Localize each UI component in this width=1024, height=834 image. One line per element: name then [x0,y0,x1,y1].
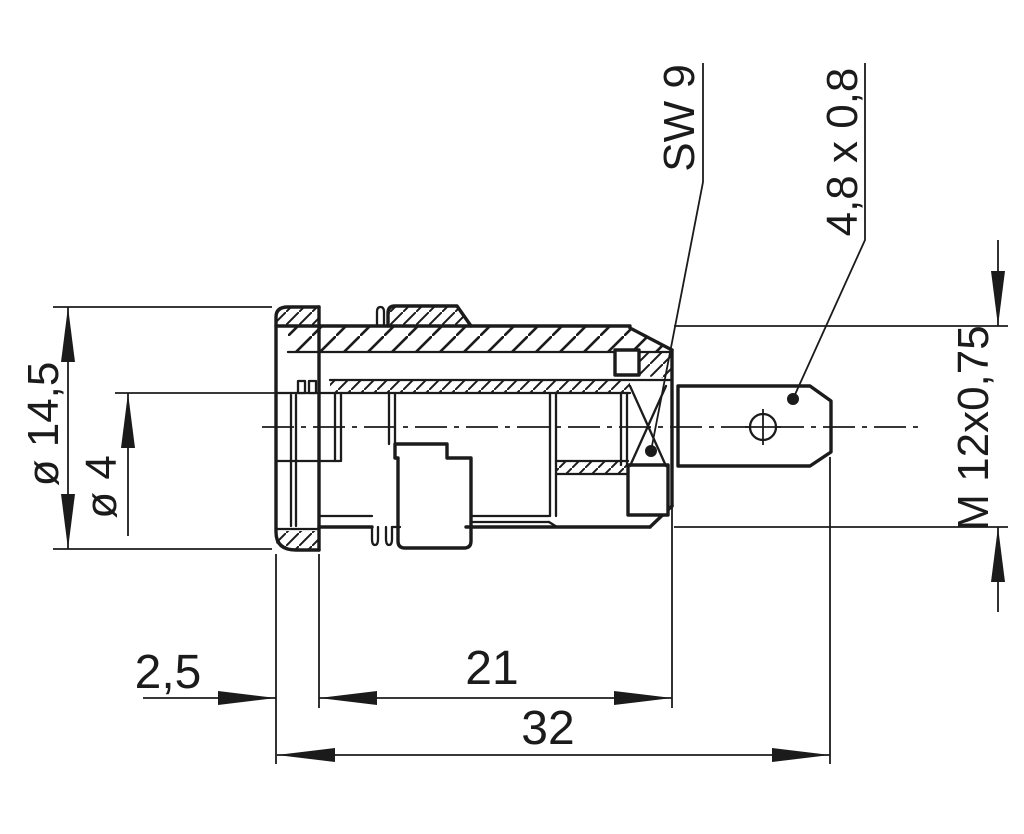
hatch-lock-block [388,306,471,326]
hex-flat-bottom [626,463,670,517]
contact-spring-section-a [296,379,307,395]
cone-line-2 [628,384,668,468]
lock-washer-block [386,304,473,328]
hex-flat-top [613,348,641,377]
dimension-flange-thickness: 2,5 [135,554,320,764]
callout-wrench-size: SW 9 [645,63,704,457]
callout-flat-tab: 4,8 x 0,8 [787,63,867,405]
section-hatching [276,306,671,550]
label-body-length: 21 [465,642,518,695]
socket-body [274,304,833,552]
dimension-bore-diameter: ø 4 [77,392,276,536]
label-wrench-size: SW 9 [655,64,704,172]
hatch-flange-top [276,307,318,326]
hatch-flange-bottom [276,531,319,550]
hatch-body-band [288,327,671,352]
label-thread: M 12x0,75 [949,325,998,530]
dimension-overall-length: 32 [277,457,831,764]
dimension-body-length: 21 [319,480,673,708]
foot-wall-a [370,525,380,547]
label-flat-tab: 4,8 x 0,8 [818,68,867,237]
hatch-hex-wedge [640,352,671,378]
label-flange-diameter: ø 14,5 [19,362,68,487]
contact-spring-section-b [307,379,318,395]
flange-outline [274,305,321,552]
foot-wall-b [384,525,394,547]
lock-washer-slot [375,305,386,328]
label-flange-thickness: 2,5 [135,646,202,699]
hatch-inner-band-top [330,380,630,393]
dimension-flange-diameter: ø 14,5 [19,306,272,550]
hex-top-chamfer [628,326,674,352]
insulator-foot-block [393,442,473,550]
hatch-inner-band-bottom [556,461,628,474]
dimension-thread: M 12x0,75 [674,240,1008,612]
label-bore-diameter: ø 4 [77,455,126,519]
flat-tab [676,384,833,468]
label-overall-length: 32 [521,702,574,755]
